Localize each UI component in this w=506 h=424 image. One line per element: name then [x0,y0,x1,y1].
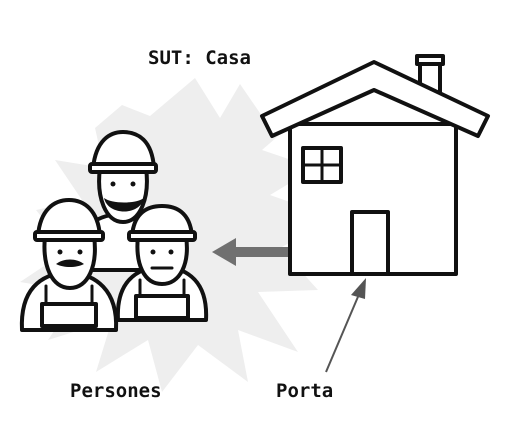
worker-icon [19,198,119,332]
porta-label: Porta [276,380,334,402]
house-icon [260,54,490,276]
worker-icon [115,204,209,322]
pointer-arrow [325,278,366,373]
persones-label: Persones [70,380,162,402]
diagram-title: SUT: Casa [148,47,251,69]
